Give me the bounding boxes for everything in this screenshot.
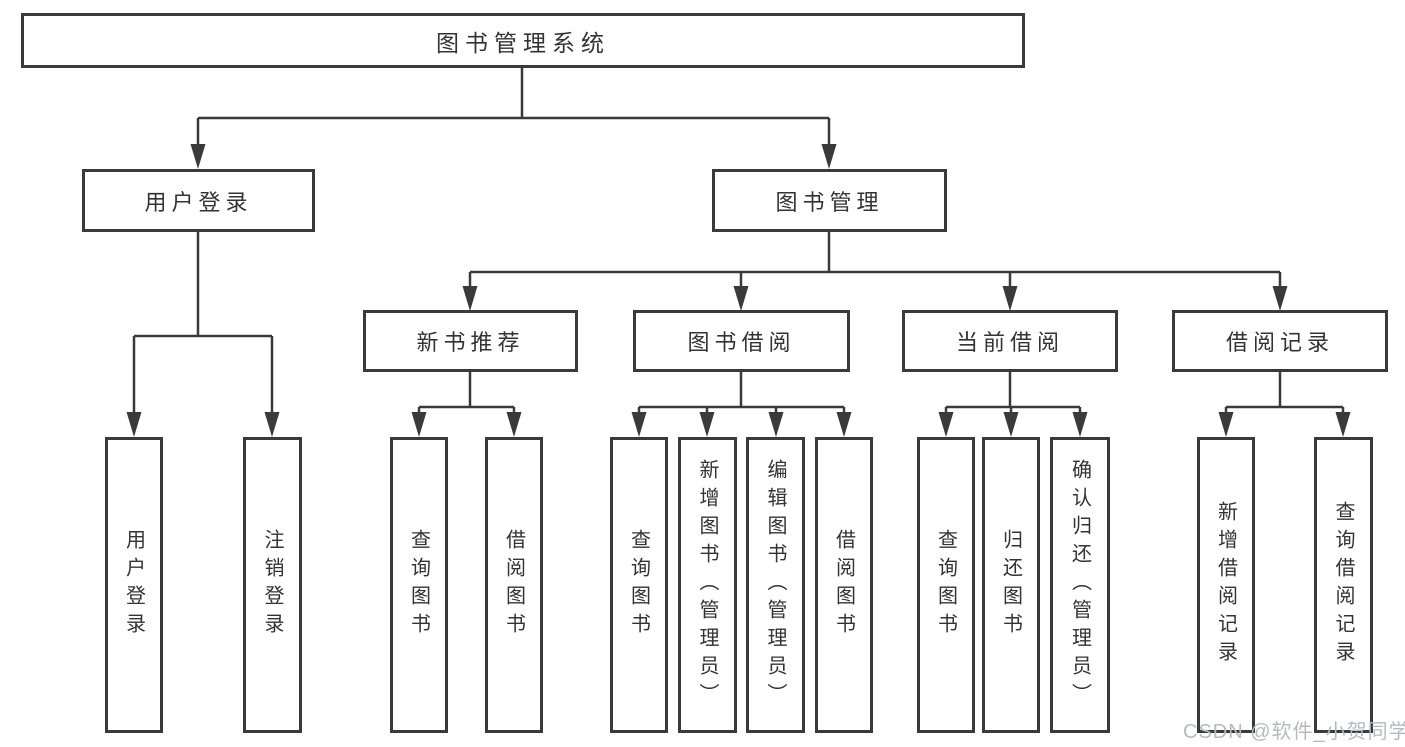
leaf-edit-books-admin: 编辑图书（管理员） [746, 437, 805, 733]
leaf-query-books-current: 查询图书 [917, 437, 975, 733]
leaf-user-login: 用户登录 [105, 437, 163, 733]
leaf-return-books: 归还图书 [982, 437, 1040, 733]
arrowhead-icons [126, 144, 1351, 437]
node-root-library-system: 图书管理系统 [21, 13, 1025, 68]
leaf-logout: 注销登录 [243, 437, 302, 733]
leaf-borrow-books: 借阅图书 [815, 437, 873, 733]
node-borrow-records: 借阅记录 [1172, 310, 1388, 372]
leaf-add-books-admin: 新增图书（管理员） [678, 437, 737, 733]
leaf-add-borrow-record: 新增借阅记录 [1197, 437, 1255, 733]
watermark: CSDN @软件_小贺同学 [1183, 721, 1405, 743]
leaf-confirm-return-admin: 确认归还（管理员） [1050, 437, 1110, 733]
node-current-borrow: 当前借阅 [902, 310, 1118, 372]
leaf-query-borrow-record: 查询借阅记录 [1314, 437, 1373, 733]
node-new-book-recommend: 新书推荐 [363, 310, 578, 372]
leaf-query-books-recommend: 查询图书 [390, 437, 448, 733]
leaf-query-books-borrow: 查询图书 [610, 437, 668, 733]
node-user-login: 用户登录 [82, 169, 315, 232]
node-book-management: 图书管理 [712, 169, 947, 232]
leaf-borrow-books-recommend: 借阅图书 [485, 437, 543, 733]
node-book-borrow: 图书借阅 [633, 310, 850, 372]
